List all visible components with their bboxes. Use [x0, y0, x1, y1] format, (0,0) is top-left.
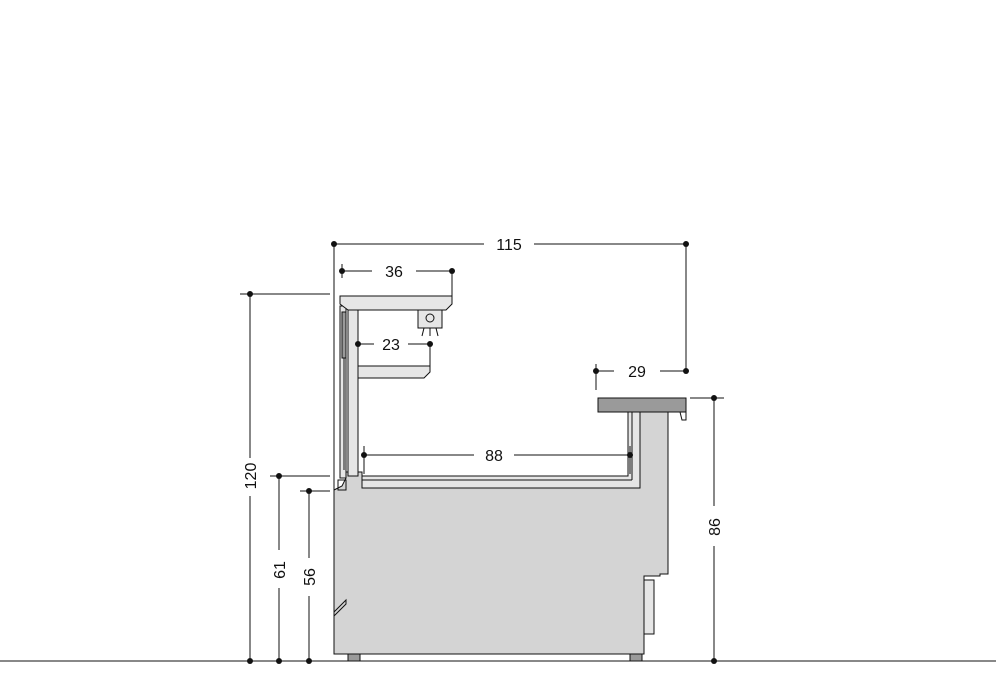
middle-shelf — [357, 365, 431, 379]
dim-label-29: 29 — [628, 364, 646, 381]
dim-front-glass-height: 61 — [270, 473, 330, 664]
front-clip — [337, 479, 347, 491]
dim-display-depth: 88 — [361, 446, 633, 474]
dim-total-height: 120 — [240, 291, 330, 664]
dim-top-shelf: 36 — [339, 264, 455, 296]
dim-inner-shelf: 23 — [355, 337, 433, 366]
strut-body — [341, 311, 347, 359]
dim-overall-width: 115 — [331, 237, 689, 372]
dim-label-88: 88 — [485, 448, 503, 465]
top-shelf — [339, 295, 453, 311]
superstructure — [333, 244, 453, 496]
dim-label-86: 86 — [707, 518, 724, 536]
dim-label-36: 36 — [385, 264, 403, 281]
foot-right — [629, 653, 643, 662]
counter-top — [597, 397, 687, 413]
dim-label-115: 115 — [496, 237, 522, 254]
cabinet-base-panel — [643, 579, 655, 635]
foot-left — [347, 653, 361, 662]
dim-label-56: 56 — [302, 568, 319, 586]
dim-label-120: 120 — [243, 463, 260, 490]
lamp-icon — [417, 309, 443, 337]
counter-top-lip — [679, 411, 687, 421]
dim-label-61: 61 — [272, 561, 289, 579]
dim-rear-shelf: 29 — [593, 364, 689, 390]
front-post-inner — [347, 305, 359, 477]
dim-counter-height: 86 — [690, 395, 724, 664]
dim-front-height: 56 — [300, 488, 330, 664]
dim-label-23: 23 — [382, 337, 400, 354]
cabinet-front-notch — [333, 598, 347, 617]
